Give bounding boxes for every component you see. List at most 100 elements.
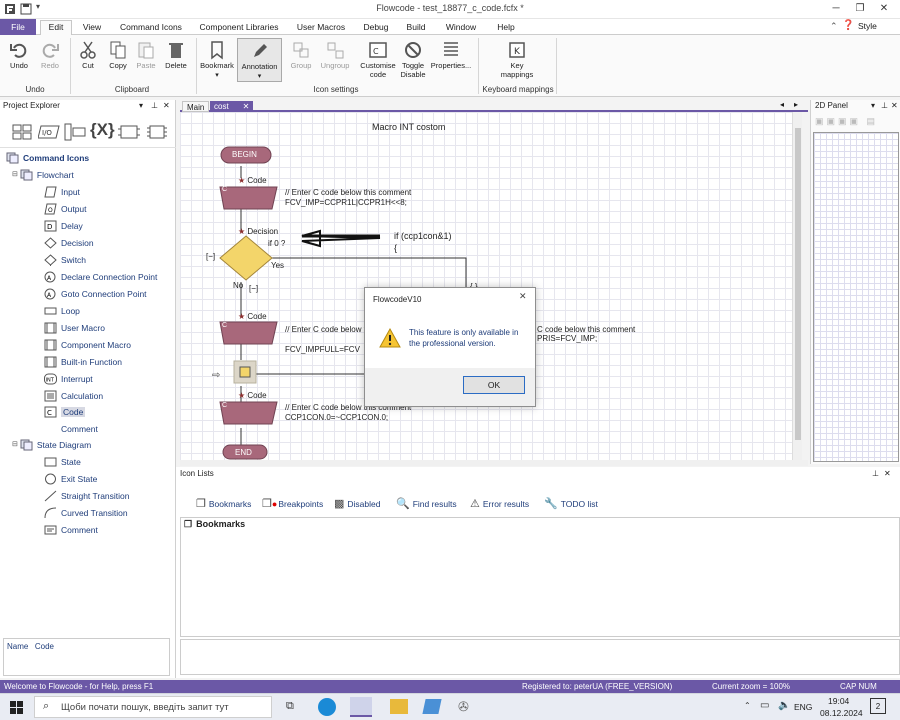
edge-browser-icon[interactable] bbox=[318, 698, 336, 716]
code-icon-1[interactable] bbox=[219, 186, 278, 210]
tree-item-calculation[interactable]: Calculation bbox=[44, 387, 103, 403]
minimize-button[interactable]: ─ bbox=[832, 3, 840, 14]
ok-button[interactable]: OK bbox=[463, 376, 525, 394]
ungroup-button[interactable]: Ungroup bbox=[318, 38, 352, 82]
macros-icon[interactable] bbox=[64, 122, 86, 142]
menu-window[interactable]: Window bbox=[445, 22, 477, 32]
tab-scroll-right-icon[interactable]: ▸ bbox=[794, 100, 799, 109]
close-button[interactable]: ✕ bbox=[879, 3, 889, 14]
speaker-icon[interactable]: 🔈 bbox=[778, 700, 791, 711]
collapse-ribbon-icon[interactable]: ⌃ bbox=[830, 21, 838, 31]
tree-item-loop[interactable]: Loop bbox=[44, 302, 80, 318]
tree-item-state-comment[interactable]: Comment bbox=[44, 521, 98, 537]
app-icon[interactable] bbox=[422, 699, 442, 714]
clock-date[interactable]: 08.12.2024 bbox=[820, 708, 863, 718]
menu-component-libraries[interactable]: Component Libraries bbox=[199, 22, 279, 32]
icon-list-bookmarks[interactable]: ❐Bookmarks bbox=[196, 497, 251, 511]
tab-scroll-left-icon[interactable]: ◂ bbox=[780, 100, 785, 109]
pin-icon[interactable]: ⊥ bbox=[151, 101, 158, 110]
taskbar-search-box[interactable]: ⌕ Щоби почати пошук, введіть запит тут bbox=[34, 696, 272, 718]
tree-item-decision[interactable]: Decision bbox=[44, 234, 94, 250]
code-icon-2[interactable] bbox=[219, 321, 278, 345]
command-icons-view-icon[interactable] bbox=[12, 124, 32, 140]
menu-user-macros[interactable]: User Macros bbox=[296, 22, 346, 32]
clock-time[interactable]: 19:04 bbox=[828, 696, 850, 706]
properties-button[interactable]: Properties... bbox=[428, 38, 474, 82]
help-icon[interactable]: ❓ bbox=[842, 20, 855, 31]
menu-file[interactable]: File bbox=[0, 19, 36, 35]
copy-button[interactable]: Copy bbox=[104, 38, 132, 82]
menu-help[interactable]: Help bbox=[497, 22, 515, 32]
components-icon[interactable] bbox=[118, 124, 140, 140]
menu-edit[interactable]: Edit bbox=[40, 20, 72, 36]
icon-list-find-results[interactable]: 🔍Find results bbox=[396, 497, 457, 511]
decision-icon-shape[interactable] bbox=[219, 235, 273, 281]
annotation-arrow[interactable] bbox=[301, 229, 381, 248]
scrollbar-thumb[interactable] bbox=[795, 128, 801, 440]
group-button[interactable]: Group bbox=[286, 38, 316, 82]
tray-chevron-icon[interactable]: ⌃ bbox=[744, 701, 751, 710]
no-branch-collapse-toggle[interactable]: [−] bbox=[249, 284, 259, 293]
delete-button[interactable]: Delete bbox=[162, 38, 190, 82]
bookmark-button[interactable]: Bookmark▾ bbox=[198, 38, 236, 82]
language-indicator[interactable]: ENG bbox=[794, 702, 813, 712]
canvas-vertical-scrollbar[interactable] bbox=[792, 112, 802, 460]
cut-button[interactable]: Cut bbox=[74, 38, 102, 82]
bookmarks-list-area[interactable] bbox=[180, 517, 900, 637]
tree-item-straight-transition[interactable]: Straight Transition bbox=[44, 487, 130, 503]
tree-item-input[interactable]: Input bbox=[44, 183, 80, 199]
icon-list-breakpoints[interactable]: ❐●Breakpoints bbox=[262, 497, 323, 511]
tab-main[interactable]: Main bbox=[182, 101, 210, 112]
menu-command-icons[interactable]: Command Icons bbox=[120, 22, 182, 32]
code-icon-4[interactable] bbox=[219, 401, 278, 425]
decision-collapse-toggle[interactable]: [−] bbox=[206, 252, 216, 261]
redo-button[interactable]: Redo bbox=[36, 38, 64, 82]
undo-button[interactable]: Undo bbox=[4, 38, 34, 82]
panel-close-icon[interactable]: ✕ bbox=[891, 101, 898, 110]
windows-start-icon[interactable] bbox=[10, 701, 23, 714]
battery-icon[interactable]: ▭ bbox=[760, 700, 770, 711]
tab-cost[interactable]: cost✕ bbox=[210, 101, 254, 112]
file-explorer-icon[interactable] bbox=[390, 699, 408, 714]
tree-item-switch[interactable]: Switch bbox=[44, 251, 86, 267]
menu-build[interactable]: Build bbox=[406, 22, 426, 32]
icon-list-todo[interactable]: 🔧TODO list bbox=[544, 497, 598, 511]
begin-terminal[interactable] bbox=[220, 146, 272, 164]
customize-toolbar-icon[interactable]: ▾ bbox=[36, 2, 41, 11]
menu-debug[interactable]: Debug bbox=[363, 22, 389, 32]
end-terminal[interactable] bbox=[222, 444, 268, 460]
pin-icon[interactable]: ⊥ bbox=[881, 101, 888, 110]
icon-list-error-results[interactable]: ⚠Error results bbox=[470, 497, 529, 511]
tree-item-state[interactable]: State bbox=[44, 453, 81, 469]
panel-close-icon[interactable]: ✕ bbox=[163, 101, 170, 110]
variables-icon[interactable]: {X} bbox=[90, 120, 115, 139]
io-icon[interactable]: I/O bbox=[38, 124, 60, 140]
tree-flowchart[interactable]: ⊟Flowchart bbox=[12, 169, 74, 181]
dialog-close-button[interactable]: ✕ bbox=[519, 291, 527, 301]
panel-2d-toolbar-icons[interactable]: ▣▣▣▣ ▤ bbox=[815, 116, 879, 126]
icon-list-disabled[interactable]: ▩Disabled bbox=[334, 497, 380, 511]
connection-point[interactable] bbox=[239, 366, 251, 378]
tree-command-icons[interactable]: Command Icons bbox=[6, 149, 89, 165]
menu-view[interactable]: View bbox=[82, 22, 102, 32]
save-icon[interactable] bbox=[20, 3, 32, 15]
tab-close-icon[interactable]: ✕ bbox=[242, 102, 250, 111]
panel-menu-icon[interactable]: ▾ bbox=[871, 101, 876, 110]
pin-icon[interactable]: ⊥ bbox=[872, 469, 879, 478]
flowcode-taskbar-icon[interactable] bbox=[350, 697, 372, 717]
tree-item-user-macro[interactable]: User Macro bbox=[44, 319, 105, 335]
annotation-button[interactable]: Annotation▾ bbox=[237, 38, 282, 82]
tree-item-component-macro[interactable]: Component Macro bbox=[44, 336, 131, 352]
task-view-icon[interactable]: ⧉ bbox=[286, 700, 294, 712]
paste-button[interactable]: Paste bbox=[132, 38, 160, 82]
tree-item-curved-transition[interactable]: Curved Transition bbox=[44, 504, 128, 520]
notifications-icon[interactable]: 2 bbox=[870, 698, 886, 714]
